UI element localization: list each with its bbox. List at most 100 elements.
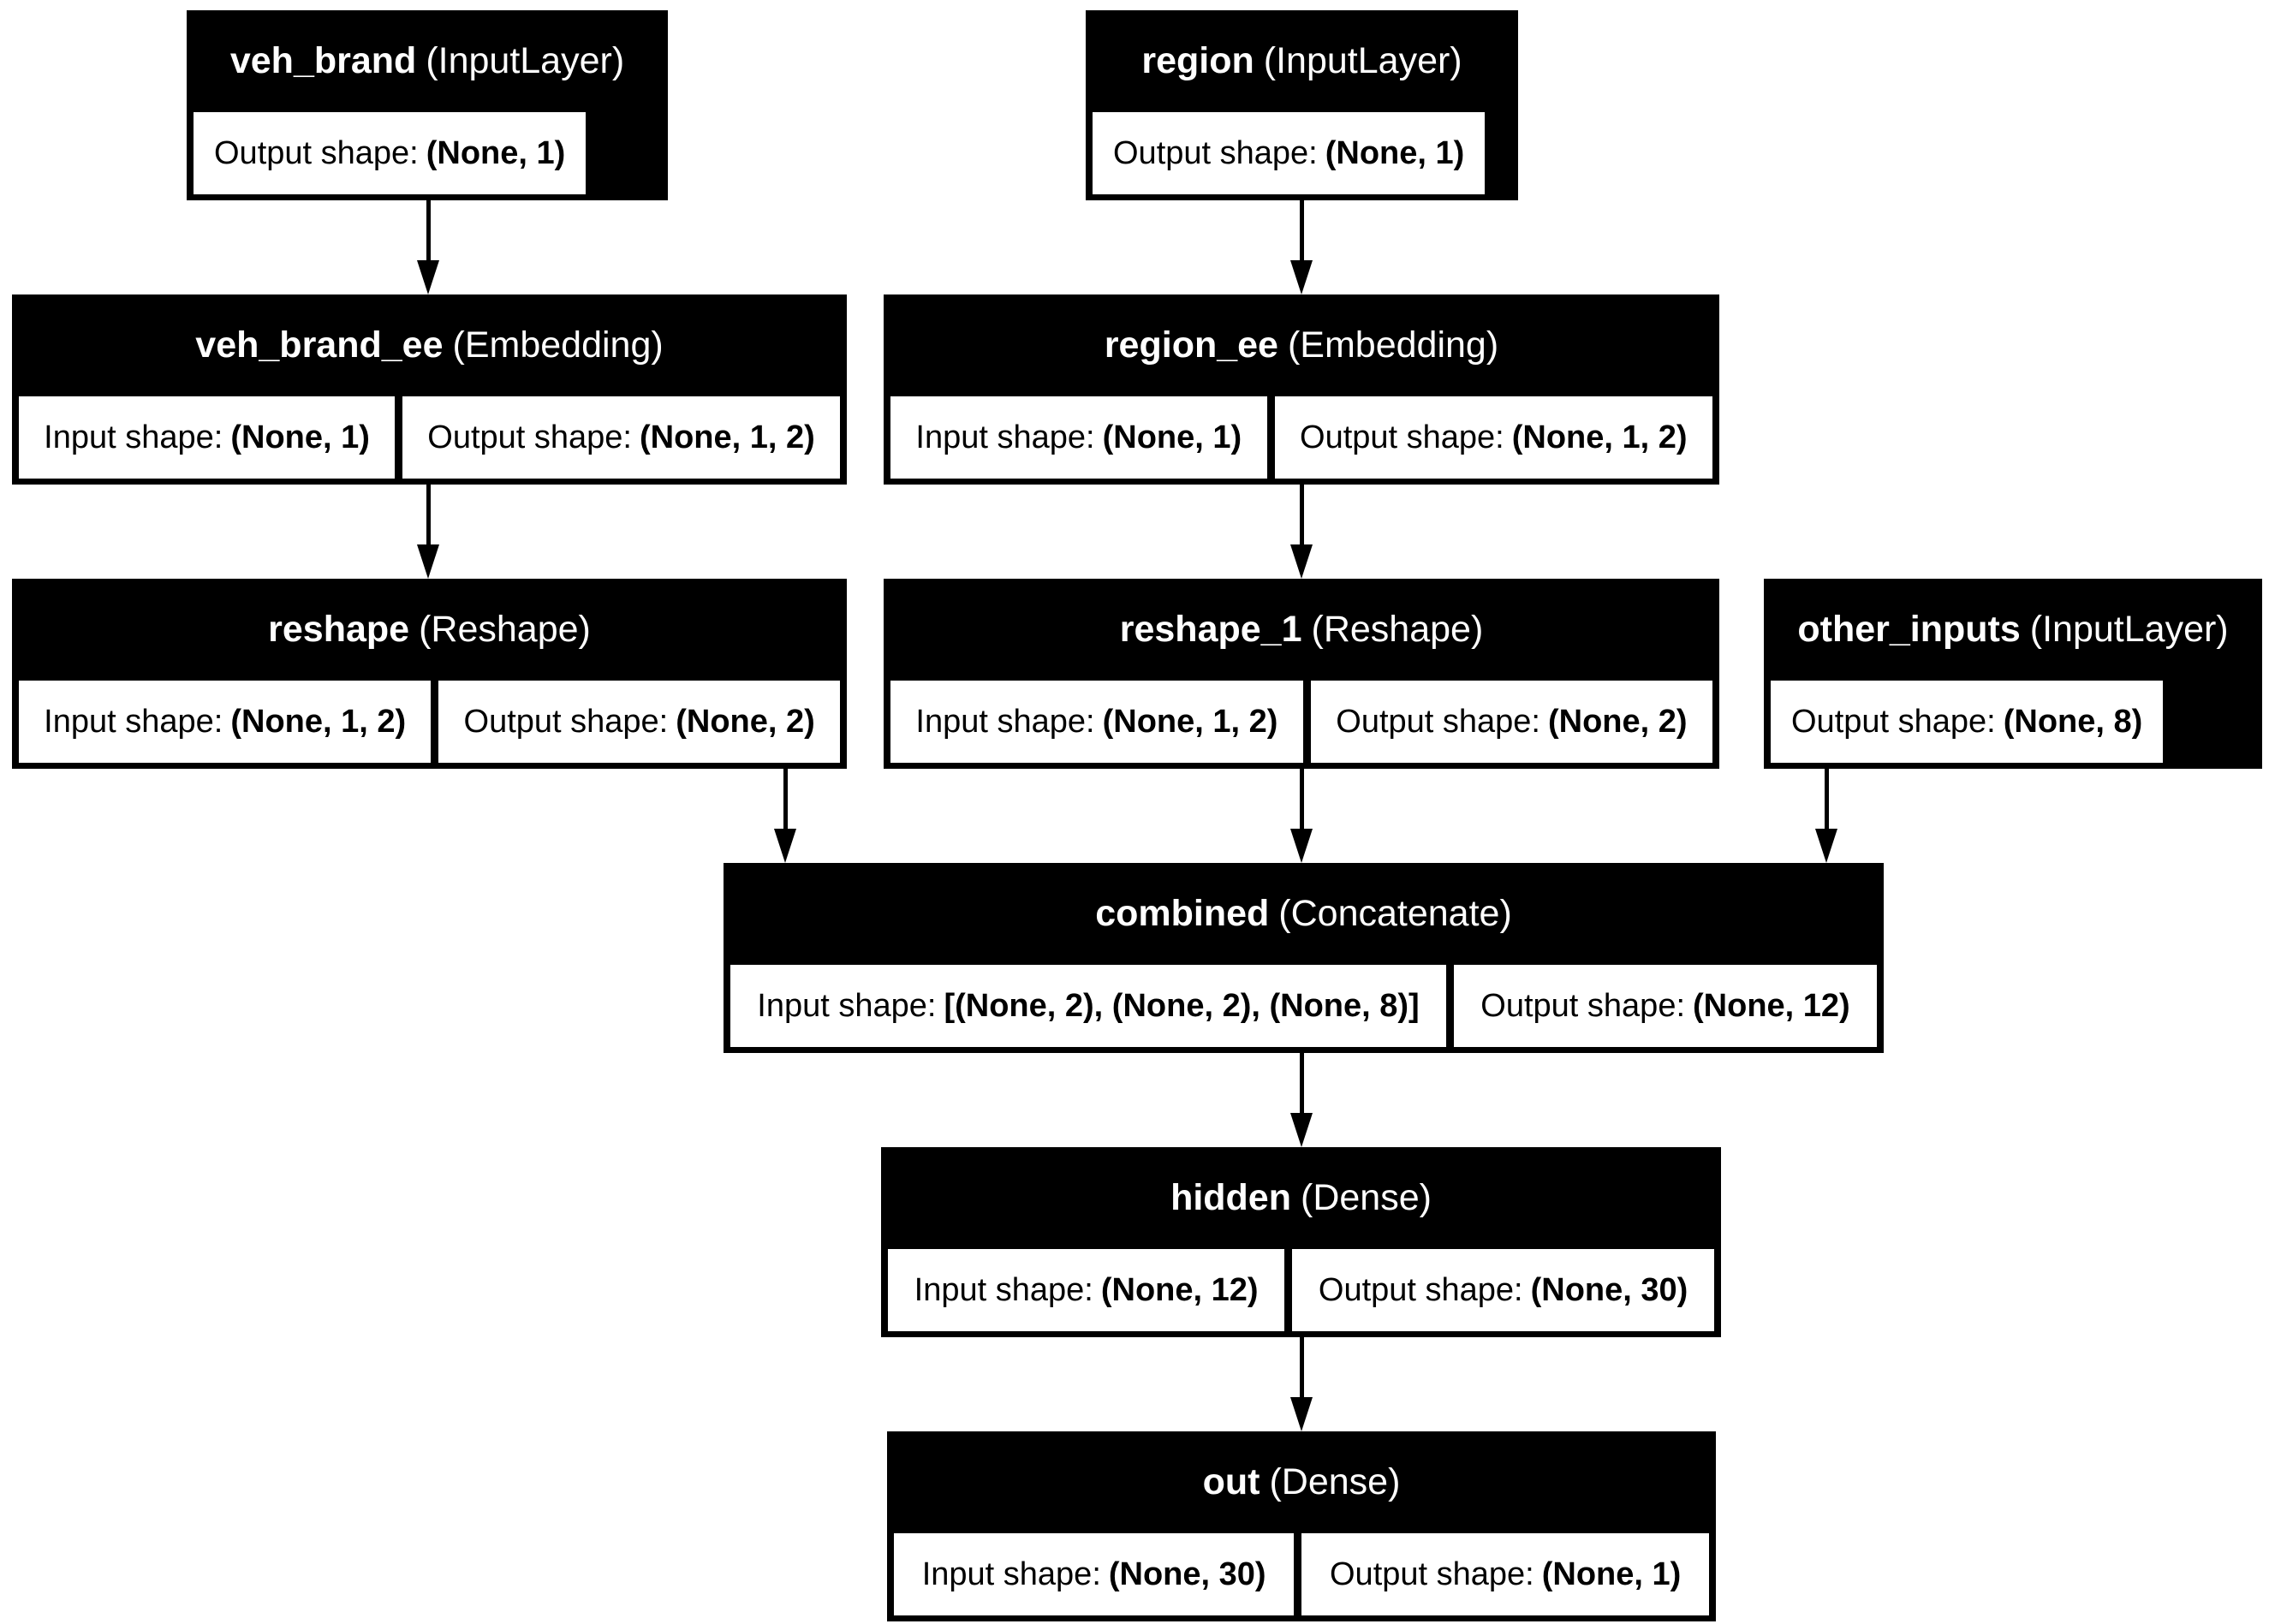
layer-type: (Dense): [1301, 1177, 1432, 1218]
layer-shape-row: Input shape: (None, 30) Output shape: (N…: [894, 1533, 1710, 1615]
layer-title: reshape (Reshape): [12, 579, 847, 681]
input-shape-cell: Input shape: (None, 30): [894, 1533, 1295, 1615]
arrow-head-icon: [1289, 544, 1313, 579]
arrow-shaft: [1299, 485, 1304, 548]
layer-title: region_ee (Embedding): [884, 294, 1719, 396]
arrow-head-icon: [1289, 829, 1313, 863]
edge-veh-brand-to-veh-brand-ee-arrow: [416, 200, 440, 294]
input-shape-cell: Input shape: (None, 1, 2): [19, 681, 432, 763]
layer-node-region: region (InputLayer) Output shape: (None,…: [1086, 10, 1518, 200]
layer-title: region (InputLayer): [1086, 10, 1518, 112]
layer-type: (Embedding): [452, 324, 664, 366]
layer-node-veh-brand-ee: veh_brand_ee (Embedding) Input shape: (N…: [12, 294, 847, 485]
input-shape-label: Input shape:: [914, 1272, 1093, 1308]
edge-reshape-1-to-combined-arrow: [1289, 769, 1313, 863]
output-shape-cell: Output shape: (None, 1, 2): [402, 396, 840, 479]
output-shape-cell: Output shape: (None, 2): [1310, 681, 1712, 763]
output-shape-value: (None, 1): [426, 135, 566, 171]
layer-title: combined (Concatenate): [724, 863, 1884, 965]
layer-type: (Reshape): [419, 609, 591, 650]
layer-type: (Embedding): [1287, 324, 1499, 366]
output-shape-label: Output shape:: [1336, 704, 1540, 740]
arrow-shaft: [1299, 200, 1304, 264]
output-shape-label: Output shape:: [1113, 135, 1318, 171]
layer-shape-row: Input shape: (None, 1, 2) Output shape: …: [19, 681, 840, 763]
layer-type: (Dense): [1269, 1461, 1401, 1502]
input-shape-value: (None, 1, 2): [1102, 704, 1278, 740]
arrow-head-icon: [416, 544, 439, 579]
layer-type: (Concatenate): [1278, 893, 1512, 934]
arrow-shaft: [1824, 769, 1829, 832]
output-shape-cell: Output shape: (None, 1): [1301, 1533, 1710, 1615]
layer-name: out: [1202, 1461, 1260, 1502]
input-shape-value: (None, 1): [1102, 419, 1242, 455]
layer-name: combined: [1095, 893, 1270, 934]
input-shape-value: (None, 1): [230, 419, 370, 455]
input-shape-label: Input shape:: [921, 1556, 1101, 1592]
layer-name: region: [1141, 40, 1254, 81]
layer-node-combined: combined (Concatenate) Input shape: [(No…: [724, 863, 1884, 1053]
output-shape-label: Output shape:: [1300, 419, 1504, 455]
input-shape-cell: Input shape: [(None, 2), (None, 2), (Non…: [730, 965, 1446, 1047]
output-shape-label: Output shape:: [463, 704, 669, 740]
output-shape-cell: Output shape: (None, 12): [1453, 965, 1878, 1047]
input-shape-value: (None, 12): [1100, 1272, 1259, 1308]
arrow-shaft: [1299, 1337, 1304, 1401]
layer-title: hidden (Dense): [881, 1147, 1721, 1249]
output-shape-value: (None, 8): [2003, 704, 2143, 740]
layer-name: hidden: [1170, 1177, 1291, 1218]
arrow-head-icon: [1814, 829, 1837, 863]
layer-name: veh_brand: [229, 40, 417, 81]
output-shape-label: Output shape:: [214, 135, 419, 171]
layer-type: (Reshape): [1311, 609, 1484, 650]
output-shape-cell: Output shape: (None, 1): [1093, 112, 1486, 194]
input-shape-label: Input shape:: [44, 704, 223, 740]
output-shape-label: Output shape:: [1330, 1556, 1534, 1592]
output-shape-value: (None, 1): [1541, 1556, 1682, 1592]
layer-title: other_inputs (InputLayer): [1764, 579, 2262, 681]
edge-combined-to-hidden-arrow: [1289, 1053, 1313, 1147]
input-shape-cell: Input shape: (None, 12): [888, 1249, 1285, 1331]
layer-shape-row: Input shape: (None, 1) Output shape: (No…: [890, 396, 1712, 479]
layer-shape-row: Output shape: (None, 1): [1093, 112, 1511, 194]
layer-name: reshape_1: [1119, 609, 1302, 650]
output-shape-label: Output shape:: [1318, 1272, 1523, 1308]
edge-reshape-to-combined-arrow: [773, 769, 797, 863]
layer-name: veh_brand_ee: [195, 324, 444, 366]
arrow-head-icon: [1289, 260, 1313, 294]
edge-region-ee-to-reshape-1-arrow: [1289, 485, 1313, 579]
layer-shape-row: Output shape: (None, 1): [194, 112, 661, 194]
layer-title: veh_brand_ee (Embedding): [12, 294, 847, 396]
input-shape-label: Input shape:: [757, 988, 937, 1024]
input-shape-value: [(None, 2), (None, 2), (None, 8)]: [944, 988, 1420, 1024]
input-shape-value: (None, 30): [1108, 1556, 1266, 1592]
layer-type: (InputLayer): [1263, 40, 1462, 81]
arrow-shaft: [1299, 1053, 1304, 1116]
edge-hidden-to-out-arrow: [1289, 1337, 1313, 1431]
arrow-head-icon: [1289, 1113, 1313, 1147]
edge-region-to-region-ee-arrow: [1289, 200, 1313, 294]
output-shape-value: (None, 30): [1530, 1272, 1688, 1308]
layer-node-hidden: hidden (Dense) Input shape: (None, 12) O…: [881, 1147, 1721, 1337]
layer-node-other-inputs: other_inputs (InputLayer) Output shape: …: [1764, 579, 2262, 769]
layer-node-reshape-1: reshape_1 (Reshape) Input shape: (None, …: [884, 579, 1719, 769]
output-shape-value: (None, 12): [1693, 988, 1850, 1024]
input-shape-cell: Input shape: (None, 1, 2): [890, 681, 1303, 763]
layer-shape-row: Input shape: (None, 1) Output shape: (No…: [19, 396, 840, 479]
arrow-shaft: [426, 485, 431, 548]
arrow-shaft: [426, 200, 431, 264]
layer-type: (InputLayer): [426, 40, 625, 81]
output-shape-cell: Output shape: (None, 30): [1292, 1249, 1714, 1331]
layer-shape-row: Input shape: (None, 1, 2) Output shape: …: [890, 681, 1712, 763]
output-shape-label: Output shape:: [427, 419, 632, 455]
input-shape-value: (None, 1, 2): [230, 704, 407, 740]
input-shape-label: Input shape:: [44, 419, 223, 455]
output-shape-value: (None, 1, 2): [640, 419, 815, 455]
output-shape-value: (None, 1): [1325, 135, 1465, 171]
edge-veh-brand-ee-to-reshape-arrow: [416, 485, 440, 579]
arrow-head-icon: [416, 260, 439, 294]
layer-node-region-ee: region_ee (Embedding) Input shape: (None…: [884, 294, 1719, 485]
output-shape-label: Output shape:: [1791, 704, 1996, 740]
layer-shape-row: Input shape: [(None, 2), (None, 2), (Non…: [730, 965, 1878, 1047]
